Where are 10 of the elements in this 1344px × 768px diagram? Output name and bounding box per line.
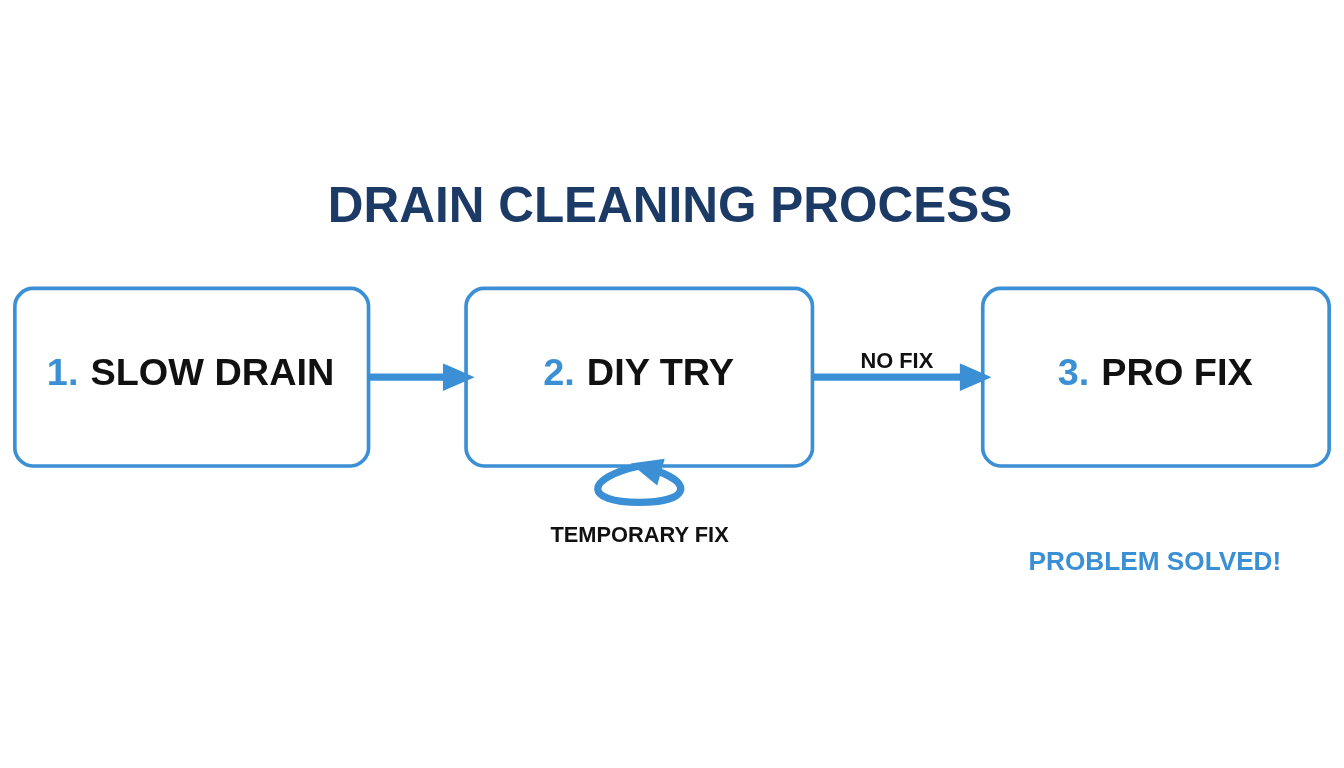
arrow [368,362,475,391]
node-box: 1. SLOW DRAIN [13,286,371,468]
edge-label: NO FIX [860,347,934,373]
node-box: 3. PRO FIX [980,286,1331,468]
arrow [812,362,992,391]
node-box: 2. DIY TRY [464,286,815,468]
arrow [594,458,685,506]
edge-label: TEMPORARY FIX [550,521,729,547]
node-label: PROBLEM SOLVED! [1028,545,1282,576]
diagram-title: DRAIN CLEANING PROCESS [327,176,1013,232]
